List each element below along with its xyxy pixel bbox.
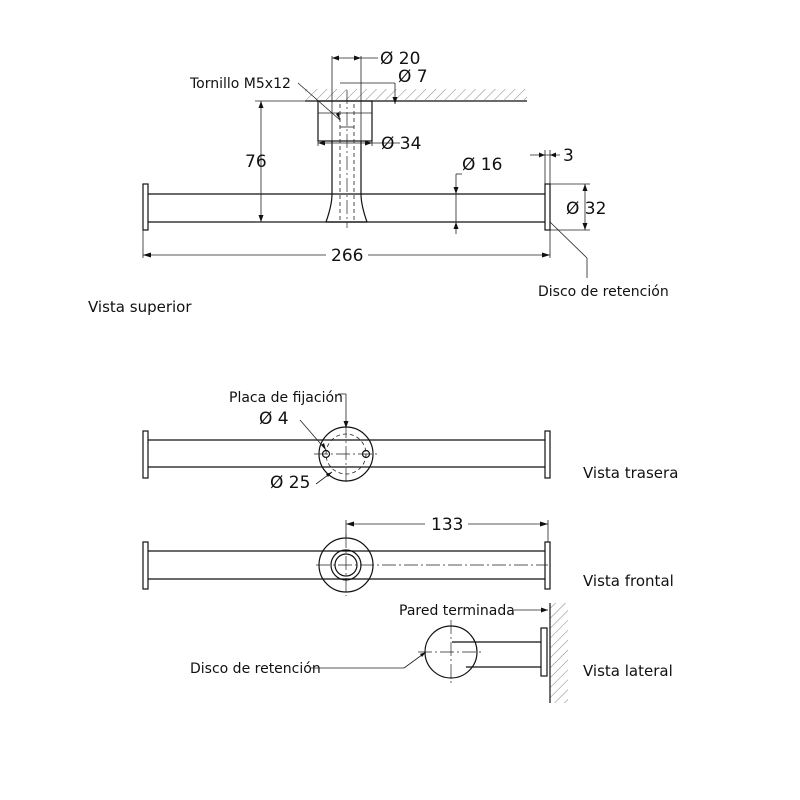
label-retention-disc-side: Disco de retención	[190, 661, 321, 677]
label-retention-disc-top: Disco de retención	[538, 284, 669, 300]
side-retention-disc	[540, 627, 548, 677]
dim-266: 266	[331, 246, 363, 266]
back-disc-left	[142, 430, 149, 479]
dim-d7: Ø 7	[398, 67, 428, 87]
dim-d25: Ø 25	[270, 473, 310, 493]
retention-disc-left	[142, 183, 149, 231]
label-fixing-plate: Placa de fijación	[229, 390, 343, 406]
dim-d4: Ø 4	[259, 409, 289, 429]
dim-133: 133	[431, 515, 463, 535]
dim-d20: Ø 20	[380, 49, 420, 69]
top-view: Ø 20 Ø 7 Tornillo M5x12 Ø 34 76 Ø 16 3	[88, 49, 669, 316]
dim-d32: Ø 32	[566, 199, 606, 219]
dim-76: 76	[245, 152, 267, 172]
label-finished-wall: Pared terminada	[399, 603, 515, 619]
dim-3: 3	[563, 146, 574, 166]
front-disc-right	[544, 541, 551, 590]
retention-disc-right	[544, 183, 551, 231]
view-title-front: Vista frontal	[583, 572, 674, 590]
leader-disc-top-a	[549, 221, 588, 259]
wall-hatch-side	[550, 603, 568, 703]
side-view: Pared terminada Disco de retención Vista…	[190, 603, 673, 703]
dim-d16: Ø 16	[462, 155, 502, 175]
mounting-flange	[317, 100, 373, 142]
leader-screw	[297, 82, 341, 121]
view-title-back: Vista trasera	[583, 464, 678, 482]
support-stem	[325, 141, 368, 223]
front-disc-left	[142, 541, 149, 590]
wall-hatch-top	[305, 89, 527, 100]
label-screw: Tornillo M5x12	[189, 76, 291, 92]
view-title-top: Vista superior	[88, 298, 192, 316]
back-disc-right	[544, 430, 551, 479]
back-view: Placa de fijación Ø 4 Ø 25 Vista trasera	[142, 390, 678, 493]
front-view: 133 Vista frontal	[142, 515, 674, 596]
dim-d34: Ø 34	[381, 134, 421, 154]
view-title-side: Vista lateral	[583, 662, 673, 680]
